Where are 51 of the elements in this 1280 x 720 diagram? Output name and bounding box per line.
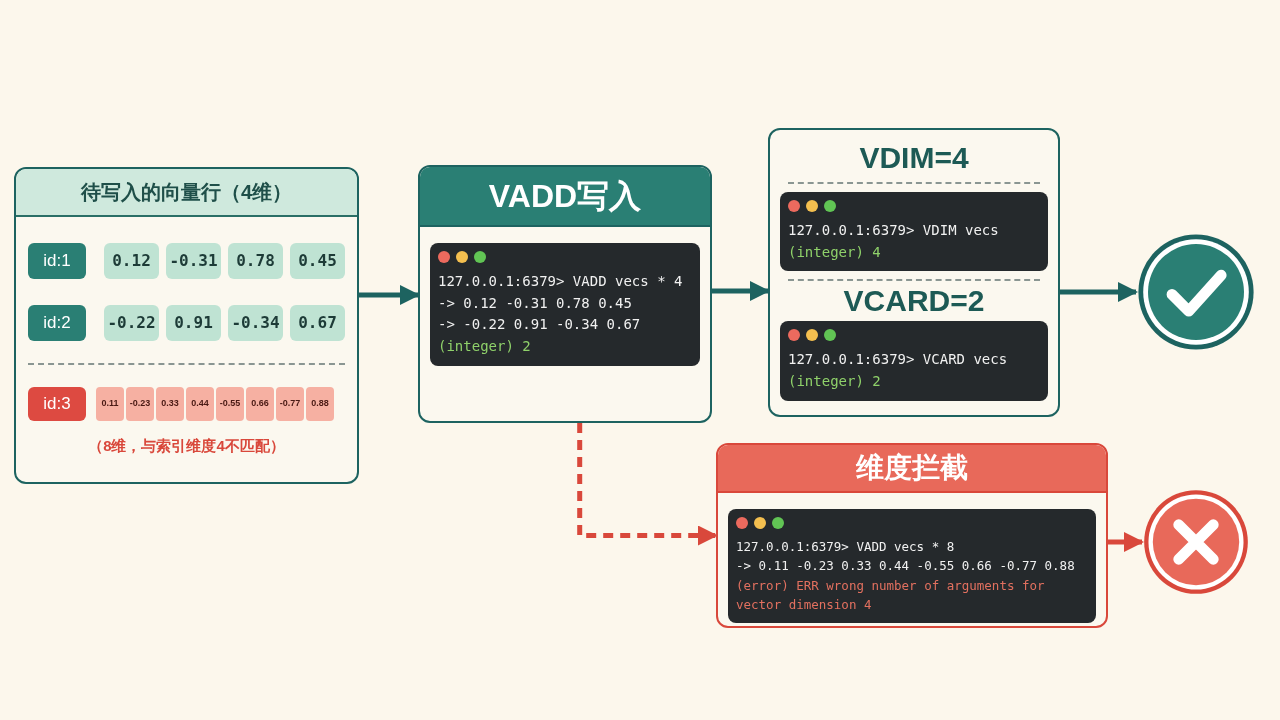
panel-header: VADD写入 <box>420 167 710 227</box>
value-chip: 0.88 <box>306 387 334 421</box>
command-line: 127.0.0.1:6379> VADD vecs * 4 <box>438 272 684 291</box>
output-line: (integer) 2 <box>438 337 532 357</box>
arrow <box>712 281 770 301</box>
panel-card <box>768 128 1060 417</box>
mismatch-note: （8维，与索引维度4不匹配） <box>87 436 286 456</box>
output-line: (integer) 2 <box>788 372 882 392</box>
value-chip: 0.66 <box>246 387 274 421</box>
panel-header: 待写入的向量行（4维） <box>16 169 357 217</box>
output-line: (integer) 4 <box>788 242 882 262</box>
id-tag: id:3 <box>28 387 86 421</box>
terminal-window <box>430 243 700 366</box>
command-line: -> 0.12 -0.31 0.78 0.45 <box>438 293 633 313</box>
command-line: 127.0.0.1:6379> VCARD vecs <box>788 350 1009 370</box>
value-chip: -0.23 <box>126 387 154 421</box>
value-chip: 0.78 <box>228 243 283 279</box>
arrow <box>1060 282 1138 302</box>
value-chip: 0.91 <box>166 305 221 341</box>
panel-card <box>14 167 359 484</box>
value-chip: 0.11 <box>96 387 124 421</box>
panel-header: 维度拦截 <box>718 445 1106 493</box>
arrow <box>577 423 718 546</box>
output-line: (error) ERR wrong number of arguments for vector dimension 4 <box>736 576 1046 615</box>
command-line: 127.0.0.1:6379> VDIM vecs <box>788 221 1000 240</box>
value-chip: 0.67 <box>290 305 345 341</box>
value-chip: -0.55 <box>216 387 244 421</box>
value-chip: -0.77 <box>276 387 304 421</box>
command-line: -> 0.11 -0.23 0.33 0.44 -0.55 0.66 -0.77 0.88 <box>736 557 1076 576</box>
check-circle-icon <box>1136 232 1256 352</box>
value-chip: -0.34 <box>228 305 283 341</box>
value-chip: 0.44 <box>186 387 214 421</box>
id-tag: id:2 <box>28 305 86 341</box>
value-chip: 0.12 <box>104 243 159 279</box>
id-tag: id:1 <box>28 243 86 279</box>
terminal-window <box>728 509 1096 623</box>
arrow <box>1108 532 1144 552</box>
panel-card <box>418 165 712 423</box>
terminal-window <box>780 192 1048 272</box>
cross-circle-icon <box>1142 488 1250 596</box>
value-chip: -0.31 <box>166 243 221 279</box>
value-chip: 0.33 <box>156 387 184 421</box>
terminal-window <box>780 321 1048 401</box>
metric-heading: VDIM=4 <box>858 140 970 176</box>
panel-card <box>716 443 1108 628</box>
arrow <box>359 285 420 305</box>
metric-heading: VCARD=2 <box>842 283 986 320</box>
value-chip: -0.22 <box>104 305 159 341</box>
command-line: -> -0.22 0.91 -0.34 0.67 <box>438 315 642 335</box>
command-line: 127.0.0.1:6379> VADD vecs * 8 <box>736 538 956 556</box>
value-chip: 0.45 <box>290 243 345 279</box>
